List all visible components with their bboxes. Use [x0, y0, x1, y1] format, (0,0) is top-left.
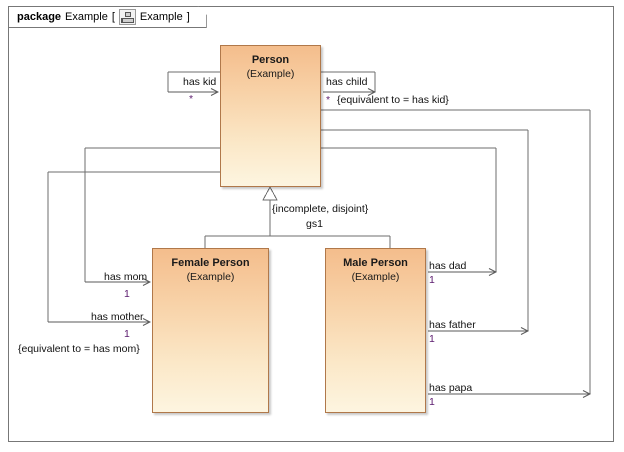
association-multiplicity-has-papa: 1 — [429, 396, 435, 408]
association-multiplicity-has-kid: * — [189, 93, 194, 105]
association-multiplicity-has-father: 1 — [429, 333, 435, 345]
association-label-has-papa: has papa — [429, 382, 473, 394]
association-multiplicity-has-mother: 1 — [124, 328, 130, 340]
class-box-female-person[interactable]: Female Person (Example) — [152, 248, 269, 413]
package-header-tab: package Example [ Example ] — [8, 6, 207, 28]
association-label-has-child: has child — [326, 76, 368, 88]
class-name-male-person: Male Person — [343, 257, 408, 269]
class-box-male-person[interactable]: Male Person (Example) — [325, 248, 426, 413]
association-constraint-has-mother: {equivalent to = has mom} — [18, 343, 140, 355]
diagram-name: Example — [139, 11, 183, 23]
diagram-icon — [119, 9, 136, 25]
association-label-has-mom: has mom — [104, 271, 148, 283]
generalization-set-constraint: {incomplete, disjoint} — [272, 203, 369, 215]
association-label-has-dad: has dad — [429, 260, 467, 272]
association-multiplicity-has-dad: 1 — [429, 274, 435, 286]
class-name-female-person: Female Person — [171, 257, 250, 269]
class-stereotype-female-person: (Example) — [186, 271, 235, 283]
association-label-has-kid: has kid — [183, 76, 217, 88]
class-stereotype-person: (Example) — [246, 68, 295, 80]
association-constraint-has-child: {equivalent to = has kid} — [337, 94, 449, 106]
package-name: Example — [65, 11, 108, 23]
association-multiplicity-has-mom: 1 — [124, 288, 130, 300]
class-box-person[interactable]: Person (Example) — [220, 45, 321, 187]
generalization-set-name: gs1 — [306, 218, 323, 230]
bracket-close: ] — [186, 11, 190, 23]
association-label-has-father: has father — [429, 319, 476, 331]
package-keyword: package — [17, 11, 62, 23]
association-label-has-mother: has mother — [91, 311, 144, 323]
bracket-open: [ — [111, 11, 115, 23]
class-stereotype-male-person: (Example) — [351, 271, 400, 283]
class-name-person: Person — [251, 54, 290, 66]
association-multiplicity-has-child: * — [326, 94, 331, 106]
